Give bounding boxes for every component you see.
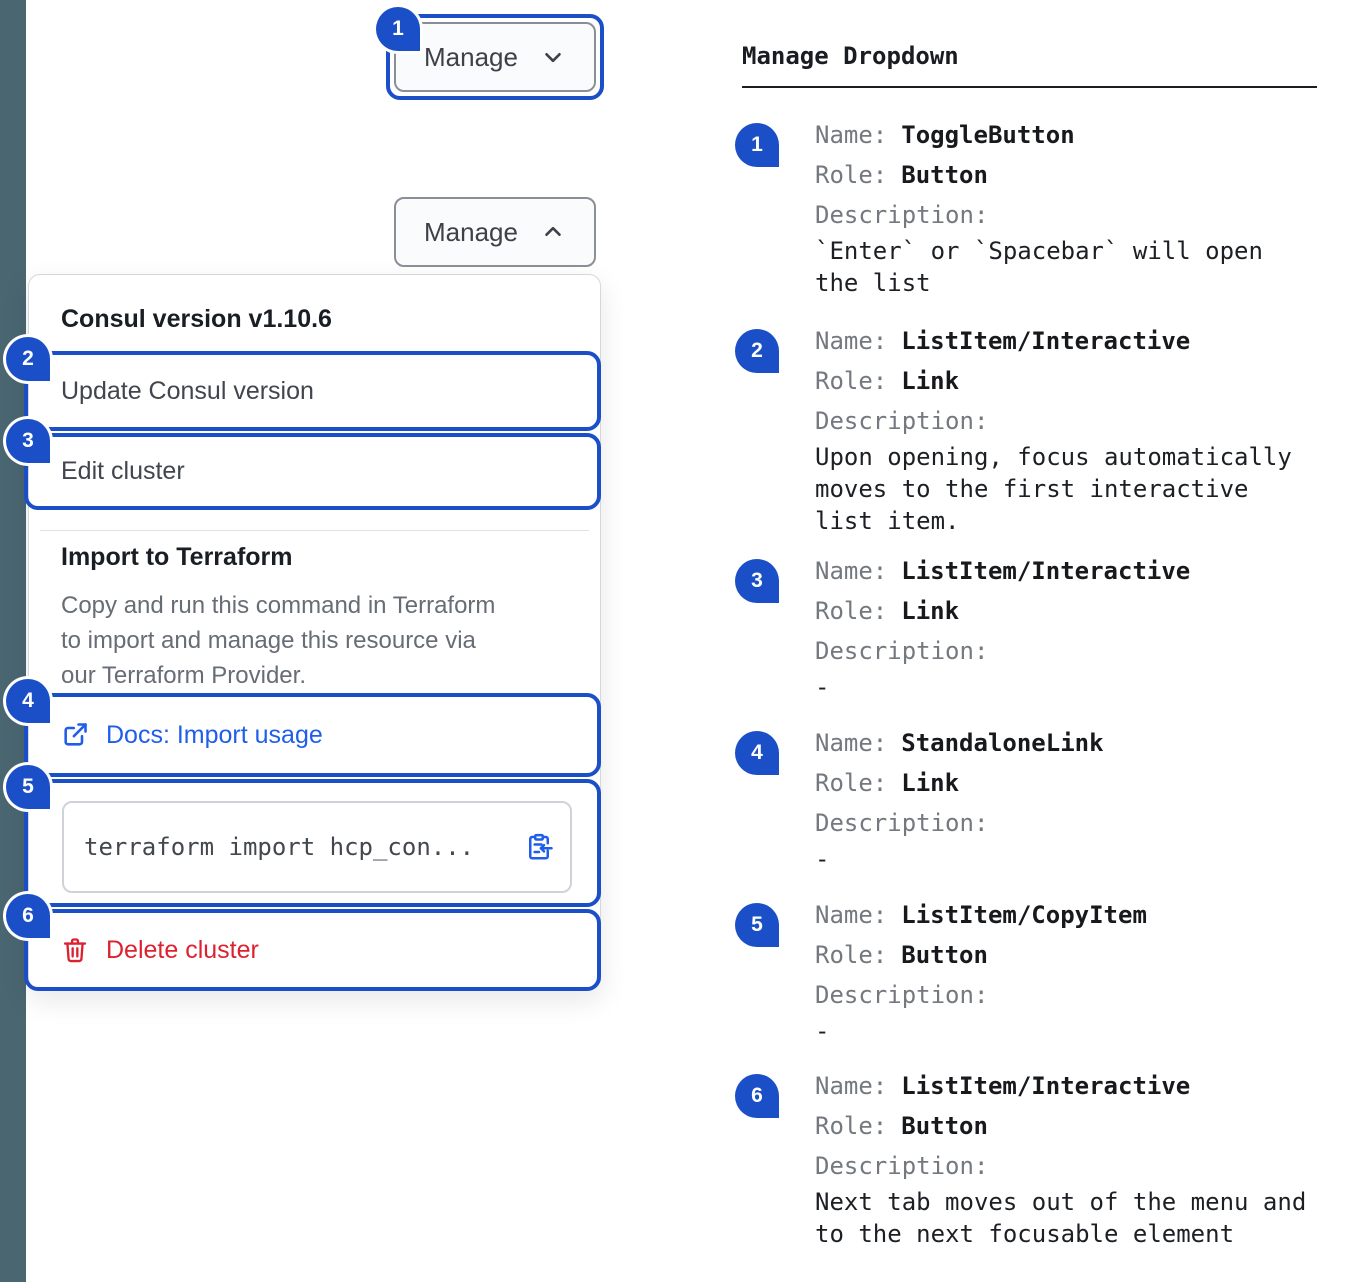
role-value: Button	[901, 941, 988, 969]
role-value: Link	[901, 367, 960, 395]
update-consul-version-label: Update Consul version	[61, 376, 314, 405]
description-label: Description:	[815, 201, 989, 229]
name-value: ListItem/Interactive	[901, 557, 1191, 585]
annotation-badge-list-3: 3	[735, 559, 779, 603]
annotation-badge-list-6: 6	[735, 1074, 779, 1118]
manage-open-button[interactable]: Manage	[394, 197, 596, 267]
annotation-outline-4: Docs: Import usage	[24, 693, 601, 777]
description-label: Description:	[815, 809, 989, 837]
annotation-badge-4: 4	[6, 679, 50, 723]
annotation-badge-list-2: 2	[735, 329, 779, 373]
annotation-outline-1	[386, 14, 604, 100]
consul-version-header: Consul version v1.10.6	[61, 305, 332, 333]
role-label: Role:	[815, 941, 888, 969]
role-value: Button	[901, 1112, 988, 1140]
manage-open-label: Manage	[424, 216, 518, 247]
role-label: Role:	[815, 161, 888, 189]
manage-toggle-button[interactable]: Manage	[394, 22, 596, 92]
terraform-command-text: terraform import hcp_con...	[84, 833, 475, 861]
role-label: Role:	[815, 367, 888, 395]
menu-item-delete-cluster[interactable]: Delete cluster	[28, 913, 597, 987]
annotation-badge-6: 6	[6, 894, 50, 938]
annotation-entry: Name: ListItem/Interactive Role: Link Desc…	[815, 321, 1313, 537]
description-value: -	[815, 673, 830, 701]
role-value: Link	[901, 597, 960, 625]
docs-import-usage-link[interactable]: Docs: Import usage	[28, 697, 597, 773]
annotation-outline-3: Edit cluster	[24, 433, 601, 510]
annotation-badge-5: 5	[6, 765, 50, 809]
annotation-badge-list-1: 1	[735, 123, 779, 167]
name-value: ListItem/CopyItem	[901, 901, 1147, 929]
annotation-outline-5: terraform import hcp_con...	[24, 779, 601, 907]
name-label: Name:	[815, 121, 888, 149]
menu-item-update-consul-version[interactable]: Update Consul version	[28, 355, 597, 427]
name-value: ToggleButton	[901, 121, 1075, 149]
description-value: Upon opening, focus automatically moves …	[815, 443, 1292, 535]
description-value: -	[815, 845, 830, 873]
annotation-badge-3: 3	[6, 419, 50, 463]
name-value: ListItem/Interactive	[901, 1072, 1191, 1100]
annotation-badge-1: 1	[376, 7, 420, 51]
docs-import-usage-label: Docs: Import usage	[106, 720, 323, 749]
annotation-entry: Name: ListItem/Interactive Role: Link Desc…	[815, 551, 1313, 703]
clipboard-copy-icon[interactable]	[524, 832, 554, 862]
annotation-badge-list-5: 5	[735, 903, 779, 947]
annotations-title: Manage Dropdown	[742, 42, 959, 70]
annotations-rule	[742, 86, 1317, 88]
role-value: Link	[901, 769, 960, 797]
annotation-entry: Name: ToggleButton Role: Button Descriptio…	[815, 115, 1313, 299]
role-label: Role:	[815, 1112, 888, 1140]
role-label: Role:	[815, 769, 888, 797]
menu-divider	[40, 530, 589, 531]
name-value: ListItem/Interactive	[901, 327, 1191, 355]
annotation-entry: Name: ListItem/CopyItem Role: Button Descr…	[815, 895, 1313, 1047]
annotation-entry: Name: ListItem/Interactive Role: Button De…	[815, 1066, 1313, 1250]
description-value: `Enter` or `Spacebar` will open the list	[815, 237, 1263, 297]
manage-toggle-label: Manage	[424, 41, 518, 72]
name-value: StandaloneLink	[901, 729, 1104, 757]
name-label: Name:	[815, 901, 888, 929]
import-description: Copy and run this command in Terraform t…	[61, 592, 496, 689]
chevron-up-icon	[545, 226, 561, 237]
delete-cluster-label: Delete cluster	[106, 935, 259, 964]
description-label: Description:	[815, 981, 989, 1009]
description-label: Description:	[815, 407, 989, 435]
annotation-entry: Name: StandaloneLink Role: Link Descriptio…	[815, 723, 1313, 875]
annotation-badge-list-4: 4	[735, 731, 779, 775]
external-link-icon	[64, 723, 87, 746]
role-label: Role:	[815, 597, 888, 625]
description-value: -	[815, 1017, 830, 1045]
name-label: Name:	[815, 327, 888, 355]
description-label: Description:	[815, 1152, 989, 1180]
terraform-command-copy-item[interactable]: terraform import hcp_con...	[62, 801, 572, 893]
name-label: Name:	[815, 729, 888, 757]
menu-item-edit-cluster[interactable]: Edit cluster	[28, 437, 597, 506]
annotation-badge-2: 2	[6, 337, 50, 381]
trash-icon	[63, 938, 87, 963]
name-label: Name:	[815, 1072, 888, 1100]
annotation-outline-6: Delete cluster	[24, 909, 601, 991]
role-value: Button	[901, 161, 988, 189]
name-label: Name:	[815, 557, 888, 585]
import-to-terraform-header: Import to Terraform	[61, 543, 293, 571]
side-rail	[0, 0, 26, 1282]
edit-cluster-label: Edit cluster	[61, 457, 185, 485]
annotation-outline-2: Update Consul version	[24, 351, 601, 431]
description-value: Next tab moves out of the menu and to th…	[815, 1188, 1307, 1248]
chevron-down-icon	[545, 52, 561, 63]
description-label: Description:	[815, 637, 989, 665]
